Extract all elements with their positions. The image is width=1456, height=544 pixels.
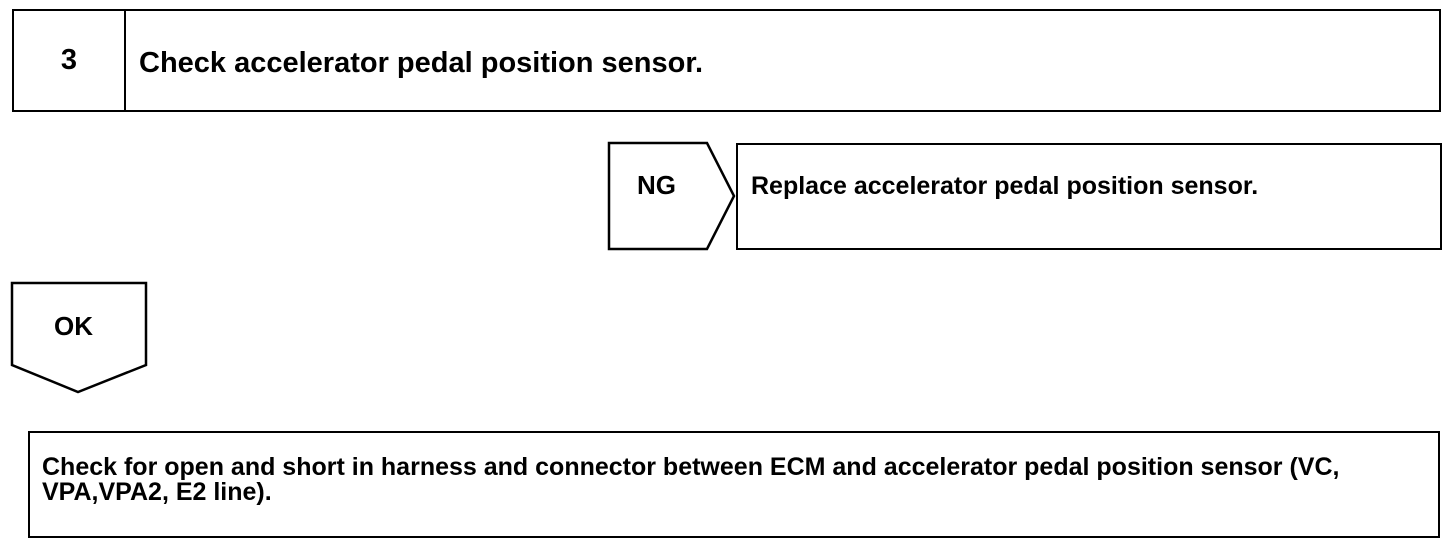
ng-label: NG (637, 170, 676, 200)
step-number: 3 (14, 11, 126, 110)
step-box: 3 Check accelerator pedal position senso… (12, 9, 1441, 112)
ng-result-box: Replace accelerator pedal position senso… (736, 143, 1442, 250)
ng-result-text: Replace accelerator pedal position senso… (751, 172, 1259, 200)
ok-label: OK (54, 311, 93, 341)
next-step-box: Check for open and short in harness and … (28, 431, 1440, 538)
next-step-text: Check for open and short in harness and … (42, 453, 1340, 506)
step-title: Check accelerator pedal position sensor. (139, 47, 704, 79)
